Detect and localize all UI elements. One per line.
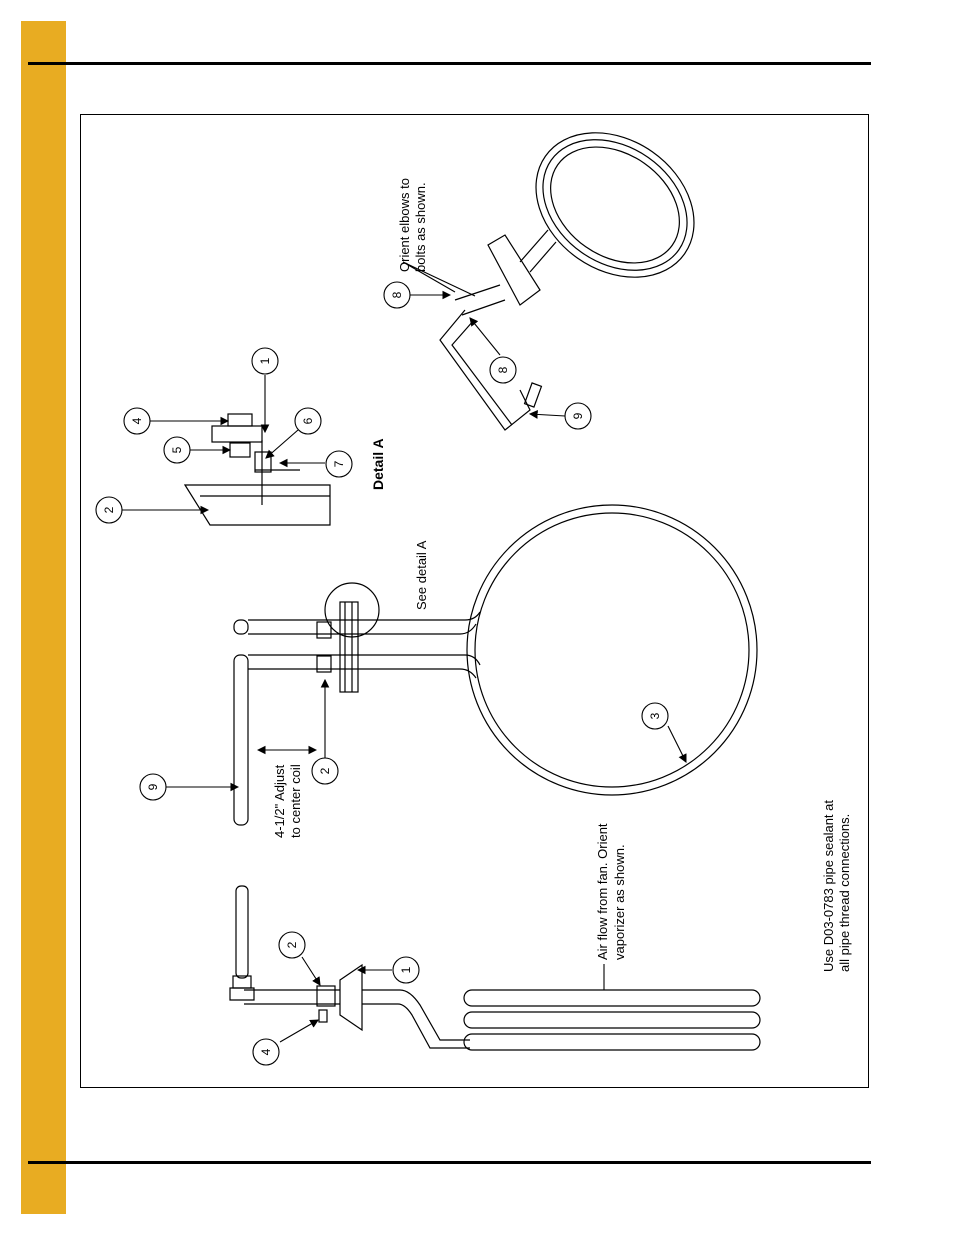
airflow-note-line1: Air flow from fan. Orient	[595, 823, 610, 960]
callout-3-mid: 3	[648, 712, 662, 719]
sealant-note-line1: Use D03-0783 pipe sealant at	[821, 800, 836, 972]
elbows-note-line1: Orient elbows to	[397, 178, 412, 272]
adjust-note-line1: 4-1/2" Adjust	[272, 764, 287, 838]
sealant-note-line2: all pipe thread connections.	[837, 814, 852, 972]
callout-8-right-b: 8	[496, 366, 510, 373]
callout-1-left: 1	[399, 966, 413, 973]
see-detail-note: See detail A	[414, 540, 429, 610]
callout-5-detail: 5	[170, 446, 184, 453]
callout-bubbles	[96, 282, 668, 1065]
callout-9-right: 9	[571, 412, 585, 419]
vaporizer-isometric-view	[440, 103, 722, 430]
callout-2-left: 2	[285, 941, 299, 948]
callout-2-mid: 2	[318, 767, 332, 774]
drawing-notes: Air flow from fan. Orient vaporizer as s…	[272, 178, 852, 972]
callout-4-detail: 4	[130, 417, 144, 424]
callout-9-mid: 9	[146, 783, 160, 790]
detail-a-title: Detail A	[370, 438, 386, 490]
callout-2-detail: 2	[102, 506, 116, 513]
adjust-note-line2: to center coil	[288, 764, 303, 838]
callout-8-right-a: 8	[390, 291, 404, 298]
callout-6-detail: 6	[301, 417, 315, 424]
elbows-note-line2: bolts as shown.	[413, 182, 428, 272]
airflow-note-line2: vaporizer as shown.	[612, 844, 627, 960]
callout-1-detail: 1	[258, 357, 272, 364]
vaporizer-front-view	[234, 505, 757, 825]
callout-7-detail: 7	[332, 460, 346, 467]
callout-4-left: 4	[259, 1048, 273, 1055]
